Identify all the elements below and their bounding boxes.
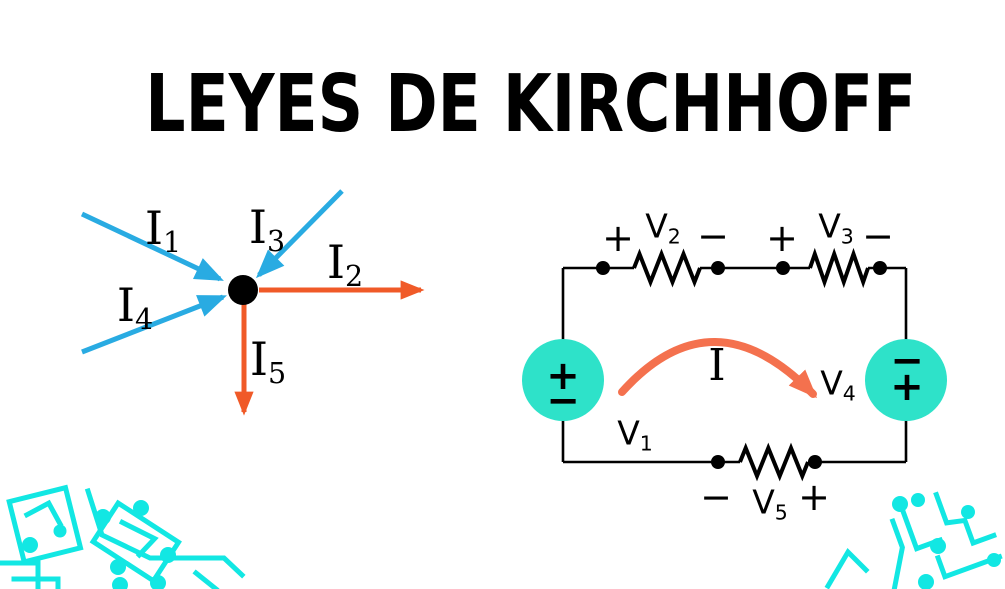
current-label-i5: I5 bbox=[249, 332, 287, 390]
v2-minus-sign: − bbox=[697, 214, 729, 258]
current-label-i1: I1 bbox=[144, 201, 182, 259]
circuit-graphic bbox=[522, 247, 947, 482]
wire-loop bbox=[561, 266, 908, 464]
v3-label: V3 bbox=[818, 206, 854, 249]
current-label-i4: I4 bbox=[116, 278, 154, 336]
junction-dot bbox=[711, 261, 725, 275]
resistor-v2 bbox=[632, 248, 702, 288]
junction-dot bbox=[776, 261, 790, 275]
voltage-source-v4 bbox=[865, 339, 947, 421]
v2-plus-sign: + bbox=[602, 216, 634, 260]
resistor-v3 bbox=[808, 247, 870, 289]
junction-dot bbox=[808, 455, 822, 469]
v5-minus-sign: − bbox=[700, 475, 732, 519]
v1-source-minus-sign: − bbox=[546, 378, 580, 424]
kcl-node-diagram: I1 I3 I2 I4 I5 bbox=[40, 170, 470, 440]
v1-label: V1 bbox=[617, 413, 653, 456]
v4-source-plus-sign: + bbox=[890, 364, 924, 410]
kvl-circuit-diagram: + V2 − + V3 − I V4 V1 − V5 + + − − + bbox=[510, 195, 970, 525]
v5-plus-sign: + bbox=[798, 475, 830, 519]
v3-minus-sign: − bbox=[862, 214, 894, 258]
v3-plus-sign: + bbox=[766, 216, 798, 260]
resistor-v5 bbox=[738, 442, 810, 482]
v4-label: V4 bbox=[820, 363, 856, 406]
loop-current-label: I bbox=[708, 340, 726, 391]
v5-label: V5 bbox=[752, 482, 788, 525]
current-arrow-i1 bbox=[80, 211, 224, 282]
voltage-source-v1 bbox=[522, 339, 604, 421]
v2-label: V2 bbox=[645, 206, 681, 249]
v4-source-minus-sign: − bbox=[890, 338, 924, 384]
junction-dot bbox=[596, 261, 610, 275]
current-arrow-i3 bbox=[255, 189, 344, 279]
v1-source-plus-sign: + bbox=[546, 353, 580, 399]
circuit-trace-decoration-left bbox=[0, 484, 246, 589]
page-title: LEYES DE KIRCHHOFF bbox=[145, 57, 917, 150]
current-label-i3: I3 bbox=[248, 200, 286, 258]
current-arrow-i4 bbox=[81, 294, 228, 355]
loop-current-arrow bbox=[618, 338, 818, 399]
junction-dot bbox=[873, 261, 887, 275]
circuit-trace-decoration-right bbox=[824, 491, 1003, 589]
node-dot bbox=[228, 275, 258, 305]
junction-dot bbox=[711, 455, 725, 469]
node-diagram-graphic bbox=[80, 189, 425, 416]
current-label-i2: I2 bbox=[326, 235, 364, 293]
